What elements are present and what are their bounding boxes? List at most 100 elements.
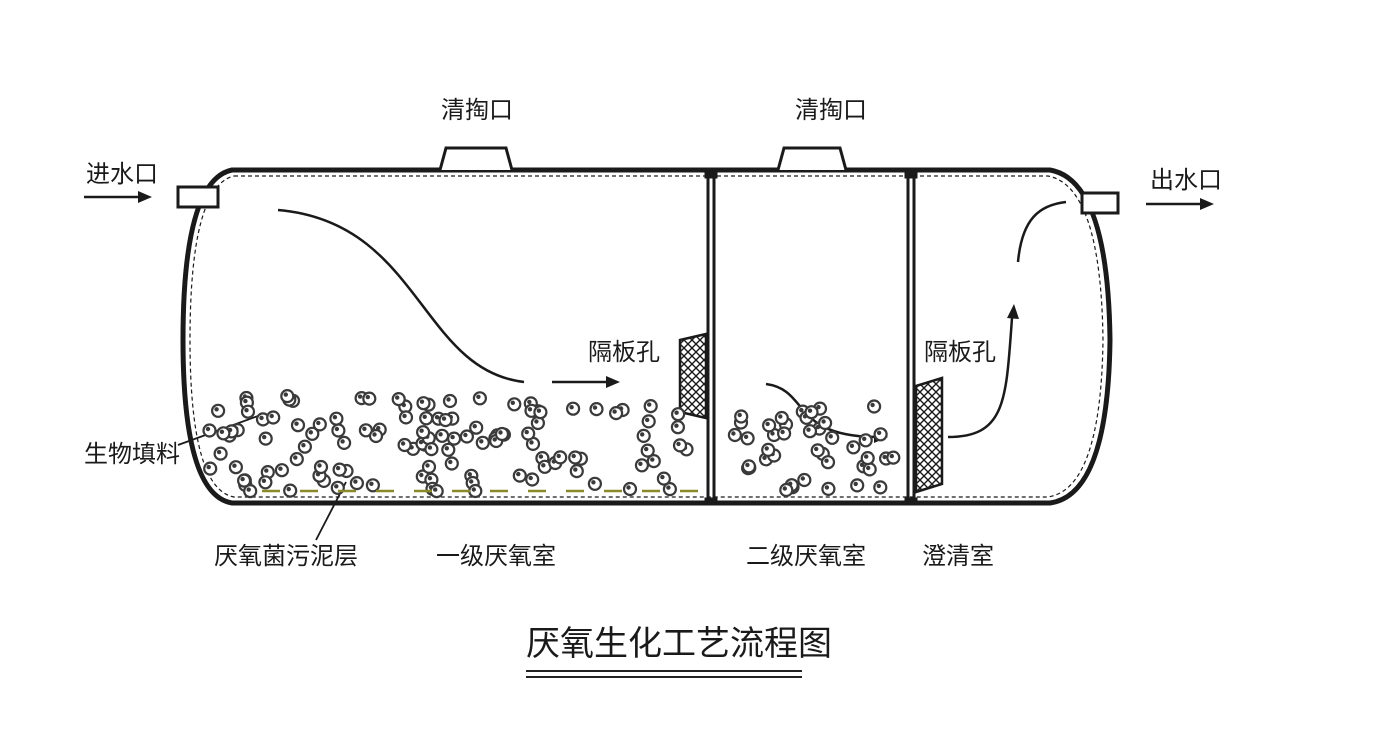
bio-filler-ball-core [510,400,515,405]
bio-filler-ball-core [244,408,249,413]
bio-filler-ball-core [353,479,358,484]
bio-filler-ball-core [824,485,830,490]
bio-filler-ball-core [400,441,406,446]
bio-filler-ball-core [419,472,424,478]
bio-filler-ball-core [471,487,476,492]
bio-filler-ball-core [498,430,503,435]
bio-filler-ball-core [419,399,425,404]
bio-filler-ball-core [243,398,248,404]
outlet-pipe [1080,191,1120,215]
bio-filler-ball-core [434,415,440,420]
bio-filler-ball-core [556,453,561,459]
bio-filler-ball-core [876,430,882,435]
bio-filler-ball-core [666,485,671,490]
baffle-hole-mesh-1 [678,332,708,420]
bio-filler-ball-core [660,474,665,480]
bio-filler-ball-core [849,443,855,448]
bio-filler-ball-core [259,415,264,421]
sludge-layer-label: 厌氧菌污泥层 [214,542,358,570]
bio-filler-ball-core [262,434,267,440]
bio-filler-ball-core [529,440,534,445]
baffle-wall-2 [904,171,918,505]
bio-filler-ball-core [534,419,539,424]
outlet-arrow [1146,198,1214,210]
bio-filler-label: 生物填料 [84,440,180,468]
title-underline-top [526,670,802,672]
bio-filler-ball-core [395,395,400,400]
bio-filler-ball-core [472,424,477,429]
bio-filler-ball-core [743,434,749,439]
bio-filler-ball-core [232,463,237,468]
bio-filler-ball-core [469,479,474,484]
bio-filler-ball-core [441,416,447,421]
inlet-pipe [176,185,220,209]
bio-filler-ball-core [362,426,367,431]
bio-filler-ball-core [765,421,770,427]
bio-filler-ball-core [419,428,424,433]
bio-filler-ball-core [335,465,341,471]
inlet-arrow [84,191,152,203]
bio-filler-ball-core [286,486,291,492]
bio-filler-ball-core [448,459,453,465]
bio-filler-ball-core [427,476,433,481]
bio-filler-ball-core [859,462,865,467]
bio-filler-ball-core [246,487,251,492]
bio-filler-ball-core [536,408,542,413]
bio-filler-ball-core [264,468,269,473]
bio-filler-ball-core [591,480,596,485]
bio-filler-ball-core [647,402,652,407]
bio-filler-ball-core [638,461,643,466]
bio-filler-ball-core [433,487,438,492]
bio-filler-ball-core [261,478,267,483]
bio-filler-ball-core [334,426,340,432]
bio-filler-ball-core [676,441,681,447]
cleanout-label-left: 清掏口 [441,96,513,124]
bio-filler-ball-core [527,399,532,405]
bio-filler-ball-core [828,434,833,439]
bio-filler-ball-core [278,466,283,471]
bio-filler-ball-core [538,454,544,459]
bio-filler-ball-core [332,415,338,420]
flow-arrow-chamber1 [552,376,620,388]
bio-filler-ball-core [308,430,313,435]
bio-filler-ball-core [527,407,533,412]
title-underline-bottom [526,676,802,678]
flow-arrow-clarifier [947,200,1067,439]
bio-filler-ball-core [427,445,433,450]
bio-filler-ball-core [780,429,785,435]
bio-filler-ball-core [816,404,821,410]
bio-filler-ball-core [479,439,484,444]
bio-filler-ball-core [425,463,430,468]
flow-curve-inlet [277,208,525,384]
bio-filler-ball-core [764,446,769,451]
tank-body [180,167,1113,506]
outlet-label: 出水口 [1150,166,1222,194]
bio-filler-ball-core [853,481,858,487]
bio-filler-ball-core [294,421,299,426]
bio-filler-ball-core [778,414,783,419]
bio-filler-ball-core [571,453,576,459]
diagram-title: 厌氧生化工艺流程图 [526,624,832,664]
bio-filler-ball-core [340,439,345,444]
bio-filler-ball-core [626,485,631,490]
bio-filler-ball-core [446,397,451,402]
bio-filler-ball-core [745,462,750,468]
bio-filler-ball-core [206,464,211,470]
bio-filler-ball-core [372,432,377,437]
bio-filler-ball-core [821,419,826,424]
bio-filler-ball-core [541,463,546,468]
baffle-hole-mesh-2 [914,376,944,494]
clarifier-label: 澄清室 [922,542,994,570]
bio-filler-ball-core [357,394,363,399]
bio-filler-ball-core [645,417,650,423]
bio-filler-ball-core [889,453,894,459]
bio-filler-ball-core [864,454,869,459]
bio-filler-ball-core [882,454,887,460]
bio-filler-ball-core [876,483,881,489]
bio-filler-ball-core [240,476,245,482]
bio-filler-ball-core [800,476,805,481]
bio-filler-ball-core [737,412,742,418]
bio-filler-ball-core [573,467,578,472]
bio-filler-ball-core [799,407,804,413]
cleanout-port-right [776,146,848,171]
